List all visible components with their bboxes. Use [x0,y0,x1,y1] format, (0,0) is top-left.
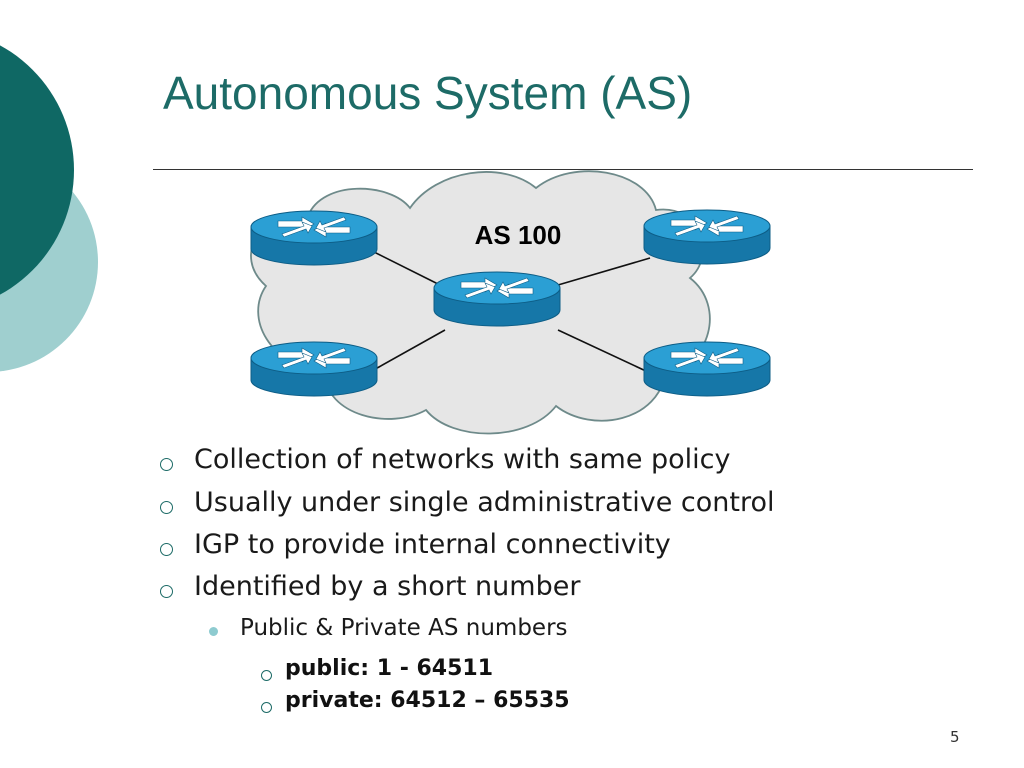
bullet-marker [160,501,173,514]
sub-sub-bullet-marker [261,702,272,713]
sub-sub-bullet-marker [261,670,272,681]
title-divider [153,169,973,170]
sub-sub-bullet-item: private: 64512 – 65535 [285,688,570,713]
bullet-marker [160,585,173,598]
bullet-item: Usually under single administrative cont… [194,487,775,518]
router-icon [433,271,561,327]
slide-title: Autonomous System (AS) [163,67,693,119]
bullet-item: Identified by a short number [194,571,581,602]
as-network-diagram: AS 100 [250,170,771,435]
router-icon [643,209,771,265]
bullet-item: Collection of networks with same policy [194,444,731,475]
as-label: AS 100 [475,220,562,250]
bullet-marker [160,458,173,471]
decorative-circles [0,45,98,372]
bullet-item: IGP to provide internal connectivity [194,529,671,560]
dark-circle [0,45,74,295]
page-number: 5 [950,728,960,746]
sub-bullet-marker [209,627,218,636]
bullet-marker [160,543,173,556]
router-icon [250,341,378,397]
router-icon [643,341,771,397]
sub-bullet-item: Public & Private AS numbers [240,615,568,641]
router-icon [250,210,378,266]
sub-sub-bullet-item: public: 1 - 64511 [285,656,494,681]
